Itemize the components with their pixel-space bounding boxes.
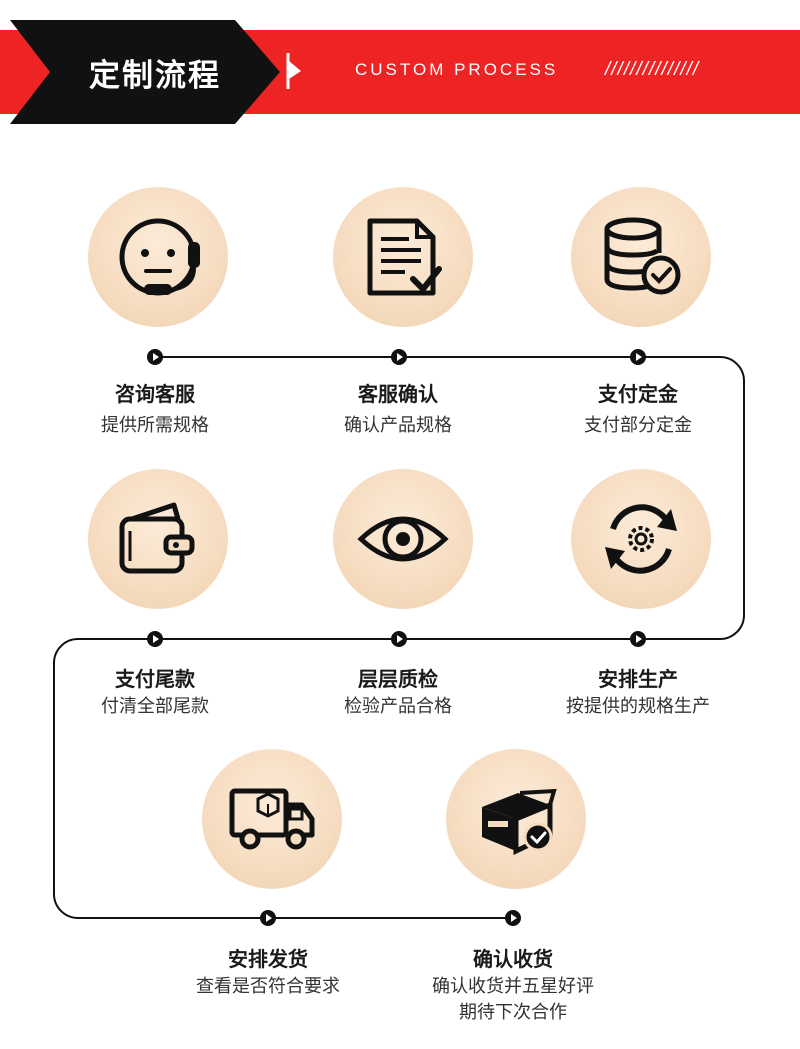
step-service-confirm: 客服确认 确认产品规格 [278,381,518,439]
step-circle [202,749,342,889]
step-description: 付清全部尾款 [101,696,209,717]
step-title: 安排发货 [228,947,308,971]
step-description: 提供所需规格 [101,415,209,436]
page-title: 定制流程 [89,58,221,94]
banner-title-block [10,20,280,124]
step-marker-icon [391,631,407,647]
step-circle [571,187,711,327]
step-quality-inspection: 层层质检 检验产品合格 [278,666,518,720]
step-consult-service: 咨询客服 提供所需规格 [35,381,275,439]
step-description: 按提供的规格生产 [566,696,710,717]
wallet-icon [119,502,195,574]
step-marker-icon [630,631,646,647]
step-arrange-shipping: 安排发货 查看是否符合要求 [148,946,388,1000]
step-description: 支付部分定金 [584,415,692,436]
document-check-icon [367,218,442,296]
step-title: 安排生产 [598,667,678,691]
step-description: 检验产品合格 [344,696,452,717]
step-arrange-production: 安排生产 按提供的规格生产 [518,666,758,720]
step-description: 确认产品规格 [344,415,452,436]
step-circle [333,187,473,327]
step-marker-icon [147,631,163,647]
flag-icon [286,53,301,89]
step-title: 支付定金 [598,382,678,406]
step-circle [88,187,228,327]
eye-icon [357,516,449,562]
step-circle [571,469,711,609]
step-title: 客服确认 [358,382,438,406]
step-confirm-receipt: 确认收货 确认收货并五星好评 期待下次合作 [393,946,633,1026]
step-marker-icon [260,910,276,926]
step-pay-deposit: 支付定金 支付部分定金 [518,381,758,439]
step-marker-icon [391,349,407,365]
step-circle [446,749,586,889]
step-marker-icon [505,910,521,926]
step-description: 确认收货并五星好评 [432,976,594,997]
step-description-line2: 期待下次合作 [459,1002,567,1023]
step-marker-icon [630,349,646,365]
step-marker-icon [147,349,163,365]
delivery-truck-icon [229,788,315,850]
box-check-icon [482,788,557,855]
step-title: 咨询客服 [115,382,195,406]
gear-cycle-icon [605,504,677,574]
page-subtitle: CUSTOM PROCESS [355,60,559,79]
step-circle [88,469,228,609]
database-check-icon [604,217,681,295]
step-title: 层层质检 [358,667,438,691]
step-title: 确认收货 [473,947,553,971]
decorative-slashes: /////////////// [605,59,700,80]
step-title: 支付尾款 [115,667,195,691]
step-description: 查看是否符合要求 [196,976,340,997]
step-circle [333,469,473,609]
customer-service-headset-icon [119,218,200,296]
step-pay-balance: 支付尾款 付清全部尾款 [35,666,275,720]
